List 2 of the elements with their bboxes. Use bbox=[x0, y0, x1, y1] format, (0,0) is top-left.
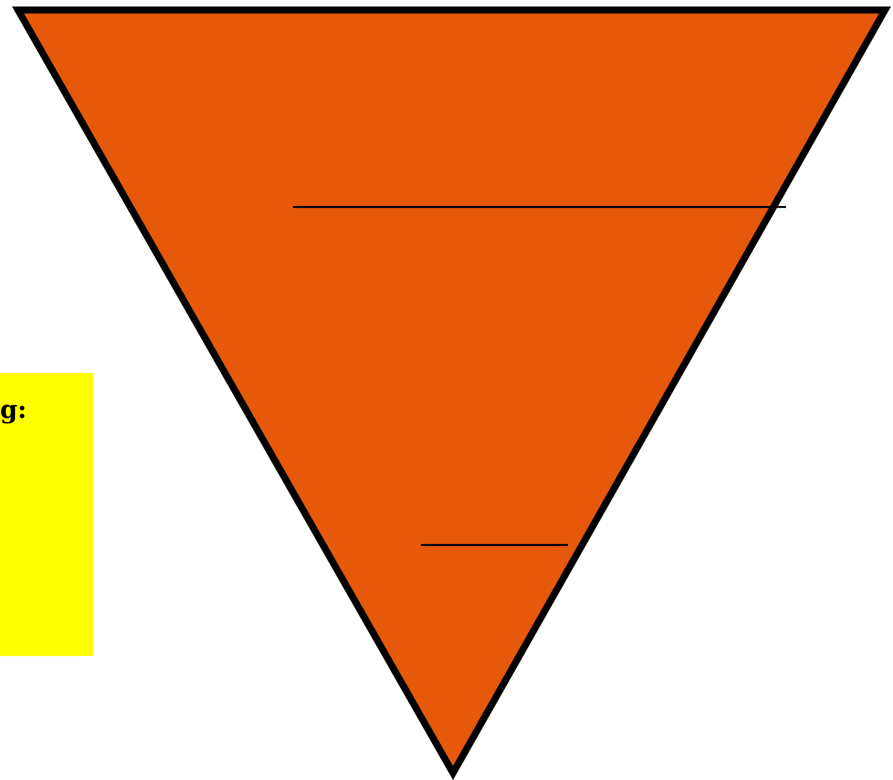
note-heading: g: bbox=[0, 395, 27, 425]
note-panel bbox=[0, 373, 93, 656]
